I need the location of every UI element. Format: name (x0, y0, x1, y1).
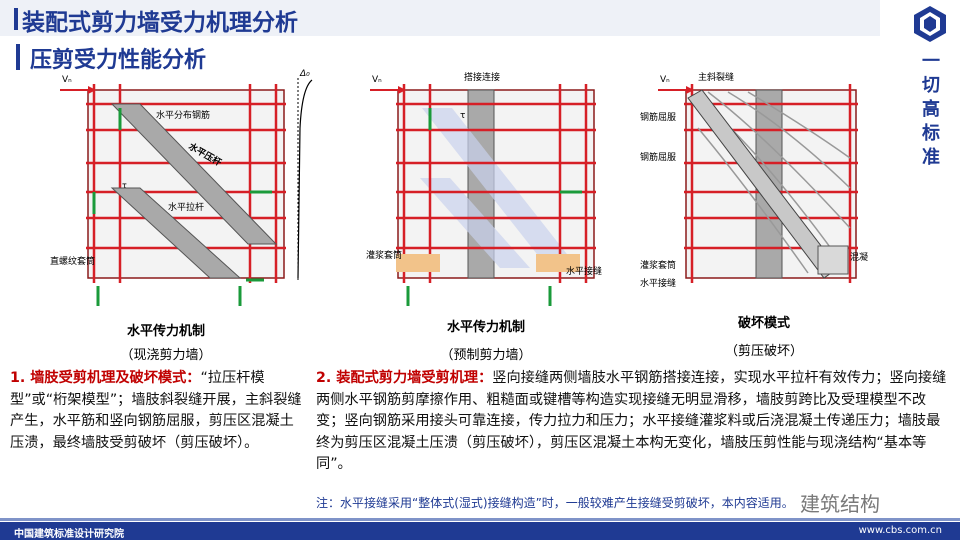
label-joint: 水平接缝 (566, 265, 602, 277)
diagram-2-caption: 水平传力机制 (446, 320, 525, 335)
subtitle-accent (16, 44, 20, 70)
paragraph-2: 2. 装配式剪力墙受剪机理：竖向接缝两侧墙肢水平钢筋搭接连接，实现水平拉杆有效传… (316, 368, 948, 476)
grout-layer-right (536, 254, 580, 272)
paragraph-1-heading: 1. 墙肢受剪机理及破坏模式： (10, 370, 201, 386)
diagram-failure-mode: Vₙ 主斜裂缝 钢筋屈服 钢筋屈服 灌浆套筒 水平接缝 混凝土压溃 (640, 71, 868, 289)
watermark: 建筑结构 (800, 492, 880, 516)
label-delta: Δ₀ (299, 69, 310, 79)
label-lap: 搭接连接 (464, 71, 500, 83)
vertical-rebars (690, 84, 852, 283)
title-bar (0, 0, 880, 36)
slogan: 一切高标准 (922, 51, 940, 168)
force-arrows (406, 108, 582, 306)
diagram-3-caption-sub: （剪压破坏） (724, 344, 803, 359)
force-arrows (92, 108, 272, 306)
label-concrete: 混凝土压溃 (850, 251, 868, 263)
paragraph-2-note: 注：水平接缝采用“整体式(湿式)接缝构造”时，一般较难产生接缝受剪破坏，本内容适… (316, 496, 794, 510)
diagram-precast: Vₙ 搭接连接 τ 灌浆套筒 水平接缝 (366, 71, 602, 306)
diagonal-strut-1 (110, 103, 278, 245)
strut-band-2 (420, 178, 530, 268)
vertical-rebars (402, 84, 588, 283)
diagonal-strut-2 (110, 187, 242, 279)
label-horizontal-tie: 水平拉杆 (168, 201, 204, 213)
label-v: Vₙ (372, 75, 382, 85)
footer-url[interactable]: www.cbs.com.cn (858, 525, 942, 536)
page-subtitle: 压剪受力性能分析 (30, 48, 207, 73)
deflection-profile (297, 79, 313, 279)
label-yield-1: 钢筋屈服 (640, 111, 676, 123)
label-grout-sleeve: 直螺纹套筒 (50, 255, 95, 267)
title-accent (14, 8, 18, 30)
strut-band-1 (422, 108, 570, 258)
paragraph-1: 1. 墙肢受剪机理及破坏模式：“拉压杆模型”或“桁架模型”；墙肢斜裂缝开展，主斜… (10, 368, 302, 454)
label-v: Vₙ (660, 75, 670, 85)
diagram-2-caption-sub: （预制剪力墙） (440, 348, 532, 363)
diagram-1-caption-sub: （现浇剪力墙） (120, 348, 212, 363)
paragraph-2-body: 竖向接缝两侧墙肢水平钢筋搭接连接，实现水平拉杆有效传力；竖向接缝两侧水平钢筋剪摩… (316, 370, 947, 472)
footer-stripe (0, 518, 960, 521)
diagram-cast-in-place: Vₙ 水平分布钢筋 水平压杆 水平拉杆 τ 直螺纹套筒 Δ₀ (50, 69, 313, 306)
label-crack: 主斜裂缝 (698, 71, 734, 83)
footer-bar (0, 522, 960, 540)
label-yield-2: 钢筋屈服 (640, 151, 676, 163)
grout-layer-left (396, 254, 440, 272)
label-grout: 灌浆套筒 (366, 249, 402, 261)
paragraph-1-body: “拉压杆模型”或“桁架模型”；墙肢斜裂缝开展，主斜裂缝产生，水平筋和竖向钢筋屈服… (10, 370, 302, 451)
label-tau: τ (122, 181, 127, 190)
paragraph-2-heading: 2. 装配式剪力墙受剪机理： (316, 370, 493, 386)
label-v: Vₙ (62, 75, 72, 85)
footer-org: 中国建筑标准设计研究院 (14, 529, 124, 540)
label-horizontal-rebar: 水平分布钢筋 (156, 109, 210, 121)
crushed-zone (817, 245, 849, 275)
diagram-3-caption: 破坏模式 (737, 316, 790, 331)
label-grout: 灌浆套筒 (640, 259, 676, 271)
page-title: 装配式剪力墙受力机理分析 (22, 10, 298, 36)
label-joint: 水平接缝 (640, 277, 676, 289)
logo-icon (914, 6, 946, 42)
label-tau: τ (460, 111, 465, 121)
diagram-1-caption: 水平传力机制 (126, 324, 205, 339)
